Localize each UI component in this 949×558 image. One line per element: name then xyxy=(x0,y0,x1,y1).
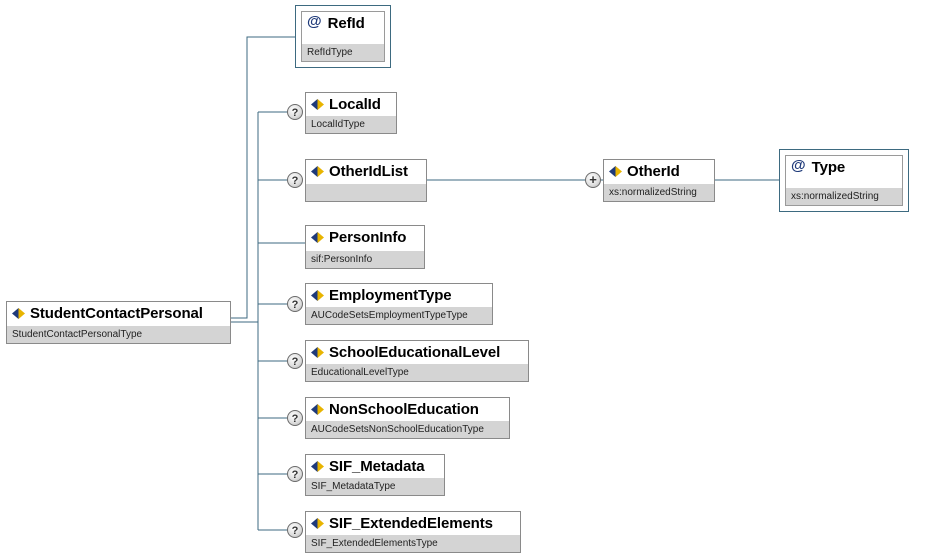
root-element-name: StudentContactPersonal xyxy=(30,304,203,322)
attribute-icon: @ xyxy=(307,12,322,30)
element-type: EducationalLevelType xyxy=(306,364,528,381)
refid-attribute-frame: @ RefId RefIdType xyxy=(295,5,391,68)
element-icon xyxy=(311,403,324,415)
element-type: AUCodeSetsNonSchoolEducationType xyxy=(306,421,509,438)
type-attribute-frame: @ Type xs:normalizedString xyxy=(779,149,909,212)
element-type: SIF_ExtendedElementsType xyxy=(306,535,520,552)
child-element-schooleducationallevel[interactable]: SchoolEducationalLevel EducationalLevelT… xyxy=(305,340,529,382)
element-name: LocalId xyxy=(329,95,381,113)
element-name: SIF_Metadata xyxy=(329,457,425,475)
element-icon xyxy=(311,165,324,177)
optional-icon: ? xyxy=(287,410,303,426)
child-element-employmenttype[interactable]: EmploymentType AUCodeSetsEmploymentTypeT… xyxy=(305,283,493,325)
optional-icon: ? xyxy=(287,353,303,369)
multiple-icon: + xyxy=(585,172,601,188)
element-name: PersonInfo xyxy=(329,228,407,246)
optional-icon: ? xyxy=(287,104,303,120)
element-type: SIF_MetadataType xyxy=(306,478,444,495)
child-element-sif-metadata[interactable]: SIF_Metadata SIF_MetadataType xyxy=(305,454,445,496)
element-name: SchoolEducationalLevel xyxy=(329,343,501,361)
root-element-type: StudentContactPersonalType xyxy=(7,326,230,343)
element-icon xyxy=(311,231,324,243)
element-name: SIF_ExtendedElements xyxy=(329,514,493,532)
child-element-localid[interactable]: LocalId LocalIdType xyxy=(305,92,397,134)
child-element-sif-extendedelements[interactable]: SIF_ExtendedElements SIF_ExtendedElement… xyxy=(305,511,521,553)
otherid-element-node[interactable]: OtherId xs:normalizedString xyxy=(603,159,715,202)
child-element-nonschooleducation[interactable]: NonSchoolEducation AUCodeSetsNonSchoolEd… xyxy=(305,397,510,439)
optional-icon: ? xyxy=(287,466,303,482)
element-name: OtherIdList xyxy=(329,162,408,180)
element-name: EmploymentType xyxy=(329,286,452,304)
attribute-type: xs:normalizedString xyxy=(786,188,902,205)
type-attribute-node[interactable]: @ Type xs:normalizedString xyxy=(785,155,903,206)
child-element-otheridlist[interactable]: OtherIdList xyxy=(305,159,427,202)
child-element-personinfo[interactable]: PersonInfo sif:PersonInfo xyxy=(305,225,425,269)
refid-attribute-node[interactable]: @ RefId RefIdType xyxy=(301,11,385,62)
optional-icon: ? xyxy=(287,172,303,188)
element-name: NonSchoolEducation xyxy=(329,400,479,418)
element-icon xyxy=(311,460,324,472)
element-type xyxy=(306,184,426,201)
attribute-name: RefId xyxy=(327,14,365,32)
element-name: OtherId xyxy=(627,162,680,180)
attribute-type: RefIdType xyxy=(302,44,384,61)
element-type: sif:PersonInfo xyxy=(306,251,424,268)
element-type: LocalIdType xyxy=(306,116,396,133)
element-icon xyxy=(12,307,25,319)
element-type: AUCodeSetsEmploymentTypeType xyxy=(306,307,492,324)
optional-icon: ? xyxy=(287,296,303,312)
root-element-node[interactable]: StudentContactPersonal StudentContactPer… xyxy=(6,301,231,344)
element-icon xyxy=(609,165,622,177)
element-icon xyxy=(311,289,324,301)
optional-icon: ? xyxy=(287,522,303,538)
attribute-icon: @ xyxy=(791,156,806,174)
element-icon xyxy=(311,346,324,358)
element-icon xyxy=(311,517,324,529)
attribute-name: Type xyxy=(811,158,846,176)
element-icon xyxy=(311,98,324,110)
element-type: xs:normalizedString xyxy=(604,184,714,201)
